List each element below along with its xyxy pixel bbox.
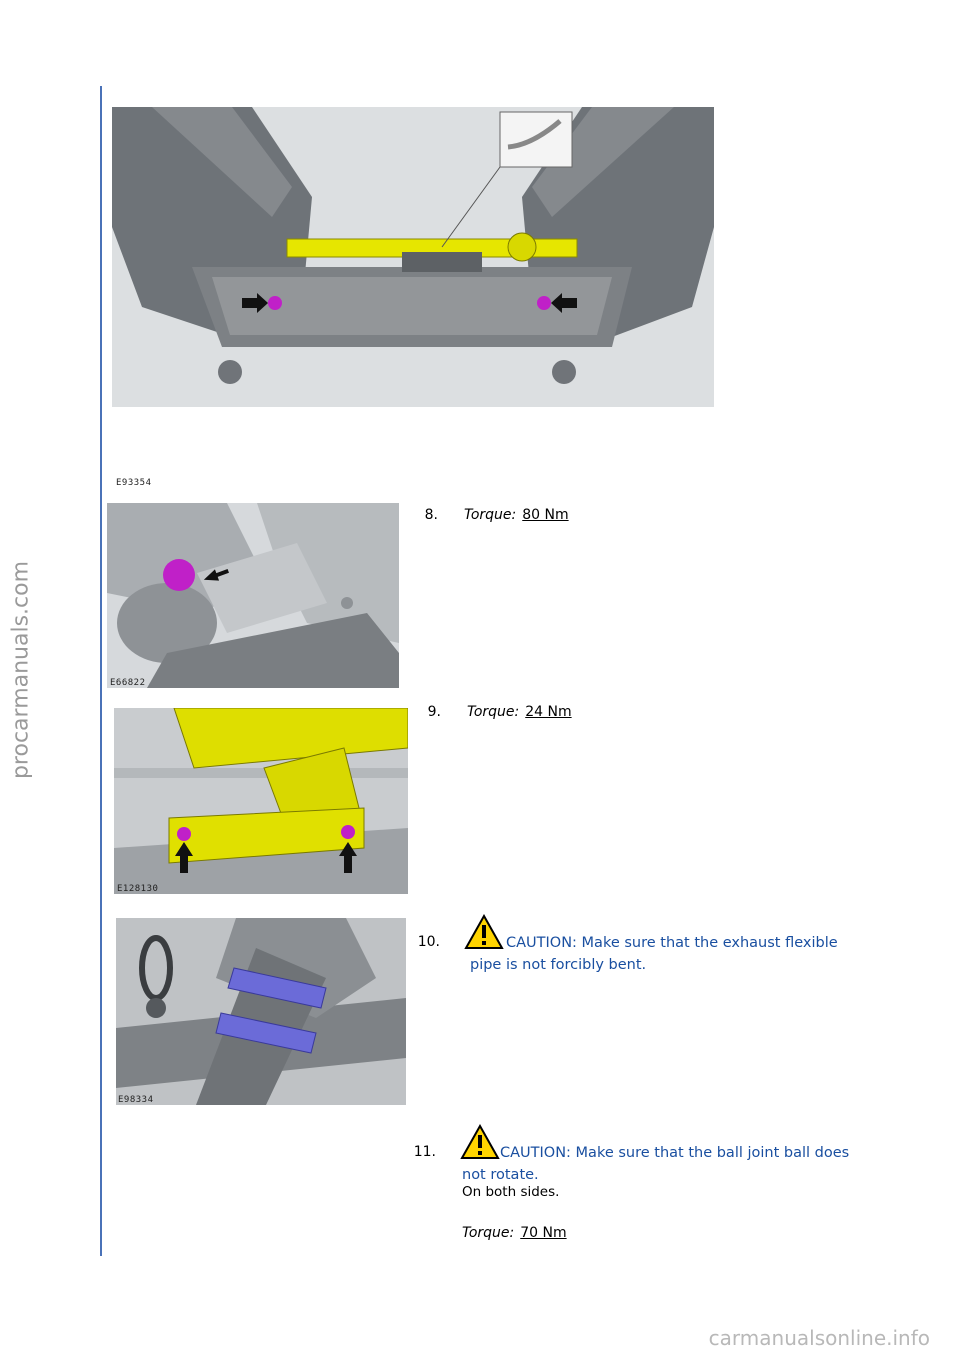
caution-text: CAUTION: Make sure that the ball joint b… xyxy=(462,1145,850,1183)
figure-code: E128130 xyxy=(117,884,159,894)
step-number: 9. xyxy=(427,704,441,720)
torque-label: Torque: xyxy=(467,704,520,720)
torque-value-link[interactable]: 70 Nm xyxy=(520,1225,567,1241)
step-11-torque: Torque: 70 Nm xyxy=(462,1225,567,1241)
figure-subframe xyxy=(112,107,714,407)
side-watermark: procarmanuals.com xyxy=(8,560,34,780)
figure-code: E66822 xyxy=(110,678,146,688)
torque-label: Torque: xyxy=(464,507,517,523)
caution-text: CAUTION: Make sure that the exhaust flex… xyxy=(470,935,838,973)
step-number: 11. xyxy=(413,1144,436,1160)
step-number: 8. xyxy=(424,507,438,523)
left-margin-rule xyxy=(100,86,102,1256)
figure-code: E98334 xyxy=(118,1095,154,1105)
warning-triangle-icon xyxy=(464,914,504,949)
step-number: 10. xyxy=(417,934,440,950)
note-text: On both sides. xyxy=(462,1184,560,1200)
warning-triangle-icon xyxy=(460,1124,500,1159)
torque-value-link[interactable]: 80 Nm xyxy=(522,507,569,523)
figure-exhaust-bracket xyxy=(114,708,408,894)
figure-gearbox-mount xyxy=(107,503,399,688)
figure-code: E93354 xyxy=(116,478,152,488)
torque-value-link[interactable]: 24 Nm xyxy=(525,704,572,720)
figure-flexible-pipe xyxy=(116,918,406,1105)
torque-label: Torque: xyxy=(462,1225,515,1241)
bottom-watermark: carmanualsonline.info xyxy=(708,1326,930,1350)
